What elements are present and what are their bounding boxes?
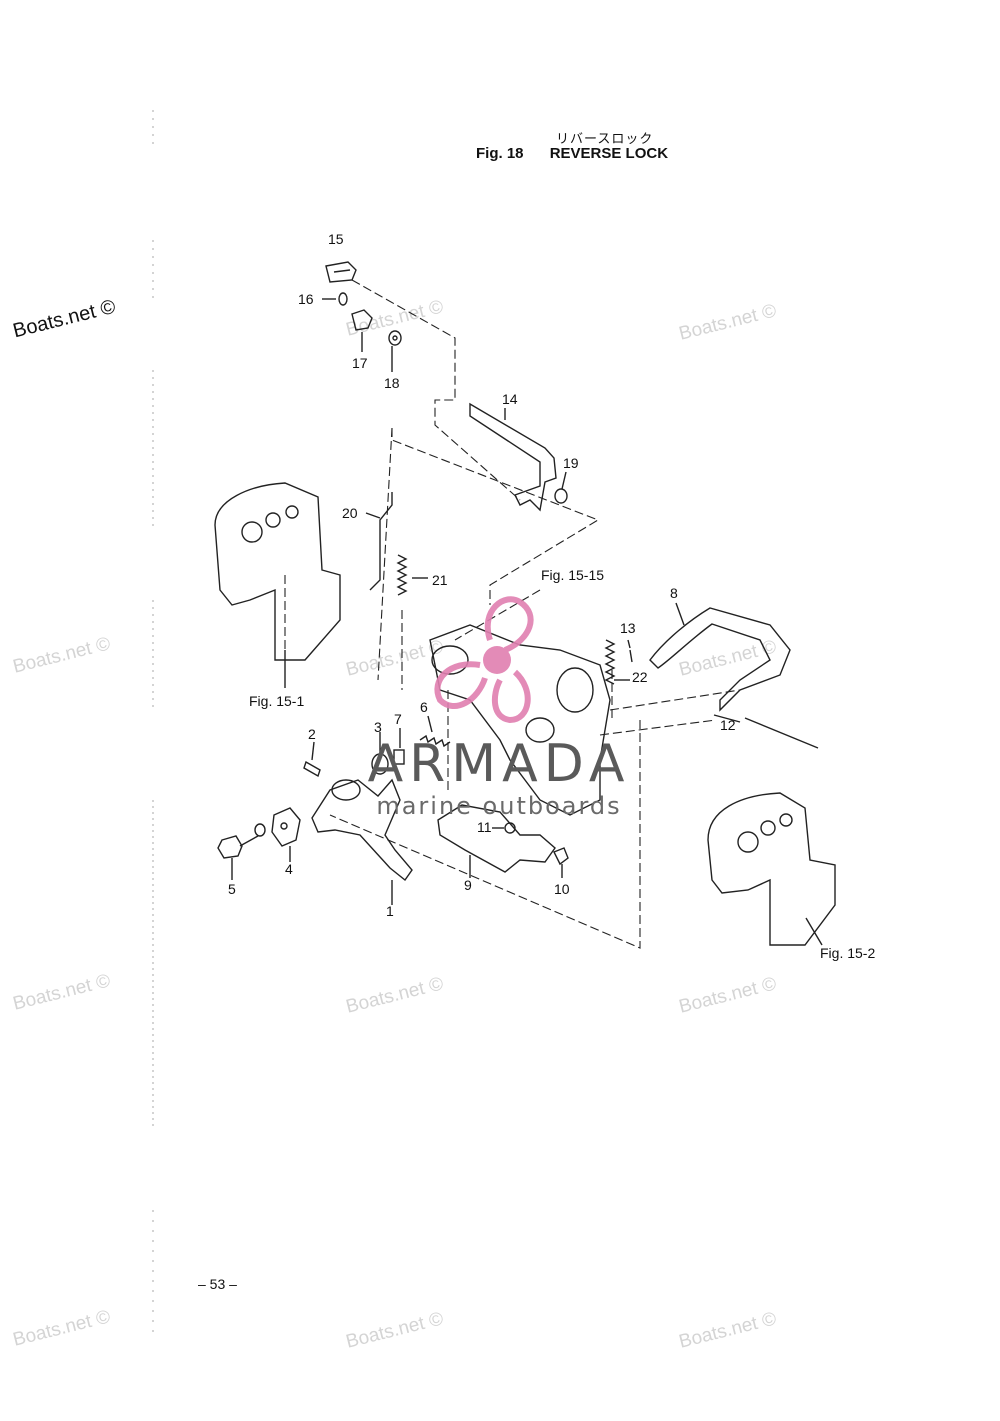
label-part-7: 7 bbox=[394, 711, 402, 727]
part-7-pin bbox=[393, 728, 405, 765]
label-part-5: 5 bbox=[228, 881, 236, 897]
part-16-pin bbox=[322, 292, 348, 306]
label-part-11: 11 bbox=[477, 819, 492, 835]
stern-bracket-right bbox=[707, 792, 836, 946]
part-15-clip bbox=[325, 261, 357, 283]
part-17-bolt bbox=[351, 309, 373, 352]
part-19-washer bbox=[554, 471, 568, 504]
assembly-guide-lines bbox=[284, 279, 741, 949]
label-part-2: 2 bbox=[308, 726, 316, 742]
part-20-rod bbox=[365, 492, 393, 591]
label-fig-15-15: Fig. 15-15 bbox=[541, 567, 604, 583]
label-part-16: 16 bbox=[298, 291, 314, 307]
label-fig-15-1: Fig. 15-1 bbox=[249, 693, 304, 709]
brand-name: ARMADA bbox=[367, 734, 631, 794]
part-labels: 15 16 17 18 14 19 20 21 Fig. 15-15 8 13 … bbox=[228, 231, 875, 961]
part-9-bracket bbox=[437, 804, 556, 878]
part-3-bushing bbox=[371, 732, 389, 775]
label-part-17: 17 bbox=[352, 355, 368, 371]
brand-watermark: ARMADA marine outboards bbox=[344, 738, 654, 820]
part-5-bolt bbox=[217, 823, 266, 880]
part-6-spring bbox=[419, 715, 451, 748]
label-part-18: 18 bbox=[384, 375, 400, 391]
part-22-spring bbox=[604, 639, 630, 685]
label-part-19: 19 bbox=[563, 455, 579, 471]
part-13-pin bbox=[627, 639, 633, 663]
part-10-bolt bbox=[553, 847, 569, 878]
part-21-spring bbox=[396, 554, 428, 596]
label-part-9: 9 bbox=[464, 877, 472, 893]
label-part-14: 14 bbox=[502, 391, 518, 407]
figure-name: REVERSE LOCK bbox=[549, 145, 669, 162]
part-8-handle bbox=[649, 602, 791, 712]
part-12-rod bbox=[713, 714, 819, 749]
label-part-13: 13 bbox=[620, 620, 636, 636]
figure-title: Fig. 18 REVERSE LOCK bbox=[476, 145, 668, 162]
margin-scan-marks bbox=[152, 110, 154, 1340]
label-part-21: 21 bbox=[432, 572, 448, 588]
label-part-6: 6 bbox=[420, 699, 428, 715]
page-number: – 53 – bbox=[198, 1276, 237, 1292]
label-part-8: 8 bbox=[670, 585, 678, 601]
label-part-10: 10 bbox=[554, 881, 570, 897]
part-18-washer bbox=[388, 330, 402, 372]
figure-number: Fig. 18 bbox=[476, 145, 524, 162]
title-japanese: リバースロック bbox=[556, 131, 654, 146]
brand-propeller-icon bbox=[434, 596, 534, 724]
part-11-nut bbox=[492, 822, 516, 834]
label-part-22: 22 bbox=[632, 669, 648, 685]
label-fig-15-2: Fig. 15-2 bbox=[820, 945, 875, 961]
label-part-20: 20 bbox=[342, 505, 358, 521]
label-part-12: 12 bbox=[720, 717, 736, 733]
brand-subtitle: marine outboards bbox=[376, 792, 622, 820]
label-part-3: 3 bbox=[374, 719, 382, 735]
part-1-lock-lever bbox=[311, 778, 413, 905]
part-2-pin bbox=[303, 741, 321, 778]
label-part-4: 4 bbox=[285, 861, 293, 877]
part-4-plate bbox=[271, 807, 301, 862]
label-part-1: 1 bbox=[386, 903, 394, 919]
stern-bracket-left bbox=[214, 482, 341, 688]
part-14-lever bbox=[469, 402, 557, 512]
label-part-15: 15 bbox=[328, 231, 344, 247]
swivel-bracket-center bbox=[429, 624, 611, 816]
